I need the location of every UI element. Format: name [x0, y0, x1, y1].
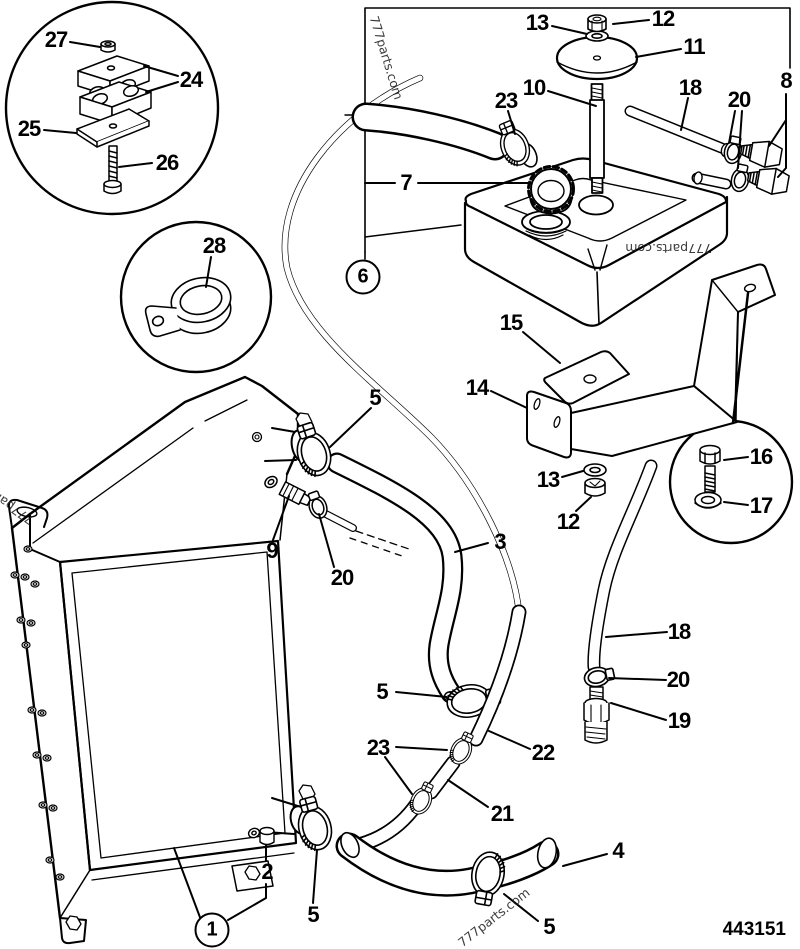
hose-4 [335, 831, 560, 897]
clamp-block-lower-24 [79, 81, 152, 125]
nut-12-top [587, 14, 607, 33]
hose-3 [326, 452, 465, 708]
inset-bolt-washer [668, 419, 794, 545]
washer-17 [694, 491, 722, 509]
hose-18-lower [587, 459, 658, 674]
drain-plug-2 [247, 826, 275, 846]
inset-p-clip [119, 220, 273, 374]
radiator [7, 375, 316, 945]
inset-clamp-assembly [4, 0, 220, 216]
leader-lines [43, 19, 787, 922]
clamp-5-bottom-outlet [290, 793, 337, 855]
nut-27 [100, 40, 116, 53]
washer-13-top [585, 30, 609, 42]
filler-cap-7 [527, 165, 575, 215]
tank-oval-opening [578, 194, 614, 216]
washer-13-bottom [583, 463, 607, 477]
nut-12-bottom [584, 477, 606, 497]
clamp-plate-25 [76, 108, 150, 148]
hose-21 [423, 755, 461, 800]
filler-neck [521, 210, 571, 241]
tube-to-fitting [691, 171, 732, 190]
drawing-number: 443151 [722, 919, 786, 940]
p-clip-28 [144, 276, 232, 338]
fitting-8-b [745, 163, 791, 198]
bolt-26 [103, 145, 122, 195]
hose-22-thick [468, 604, 527, 747]
plate-15 [543, 350, 630, 405]
hose-18-upper [624, 105, 732, 158]
hose-21-tail [351, 797, 424, 853]
hose-22-routing-curve [281, 74, 523, 617]
bypass-tube [318, 508, 410, 557]
bolt-16 [699, 444, 721, 493]
disc-11 [555, 35, 639, 81]
panel-holes [10, 545, 65, 881]
fitting-9 [264, 475, 312, 507]
bracket-14 [526, 263, 776, 459]
rod-10 [589, 83, 605, 194]
fitting-19 [583, 686, 610, 744]
clamp-5-hose4 [466, 848, 509, 909]
expansion-tank [463, 14, 729, 327]
